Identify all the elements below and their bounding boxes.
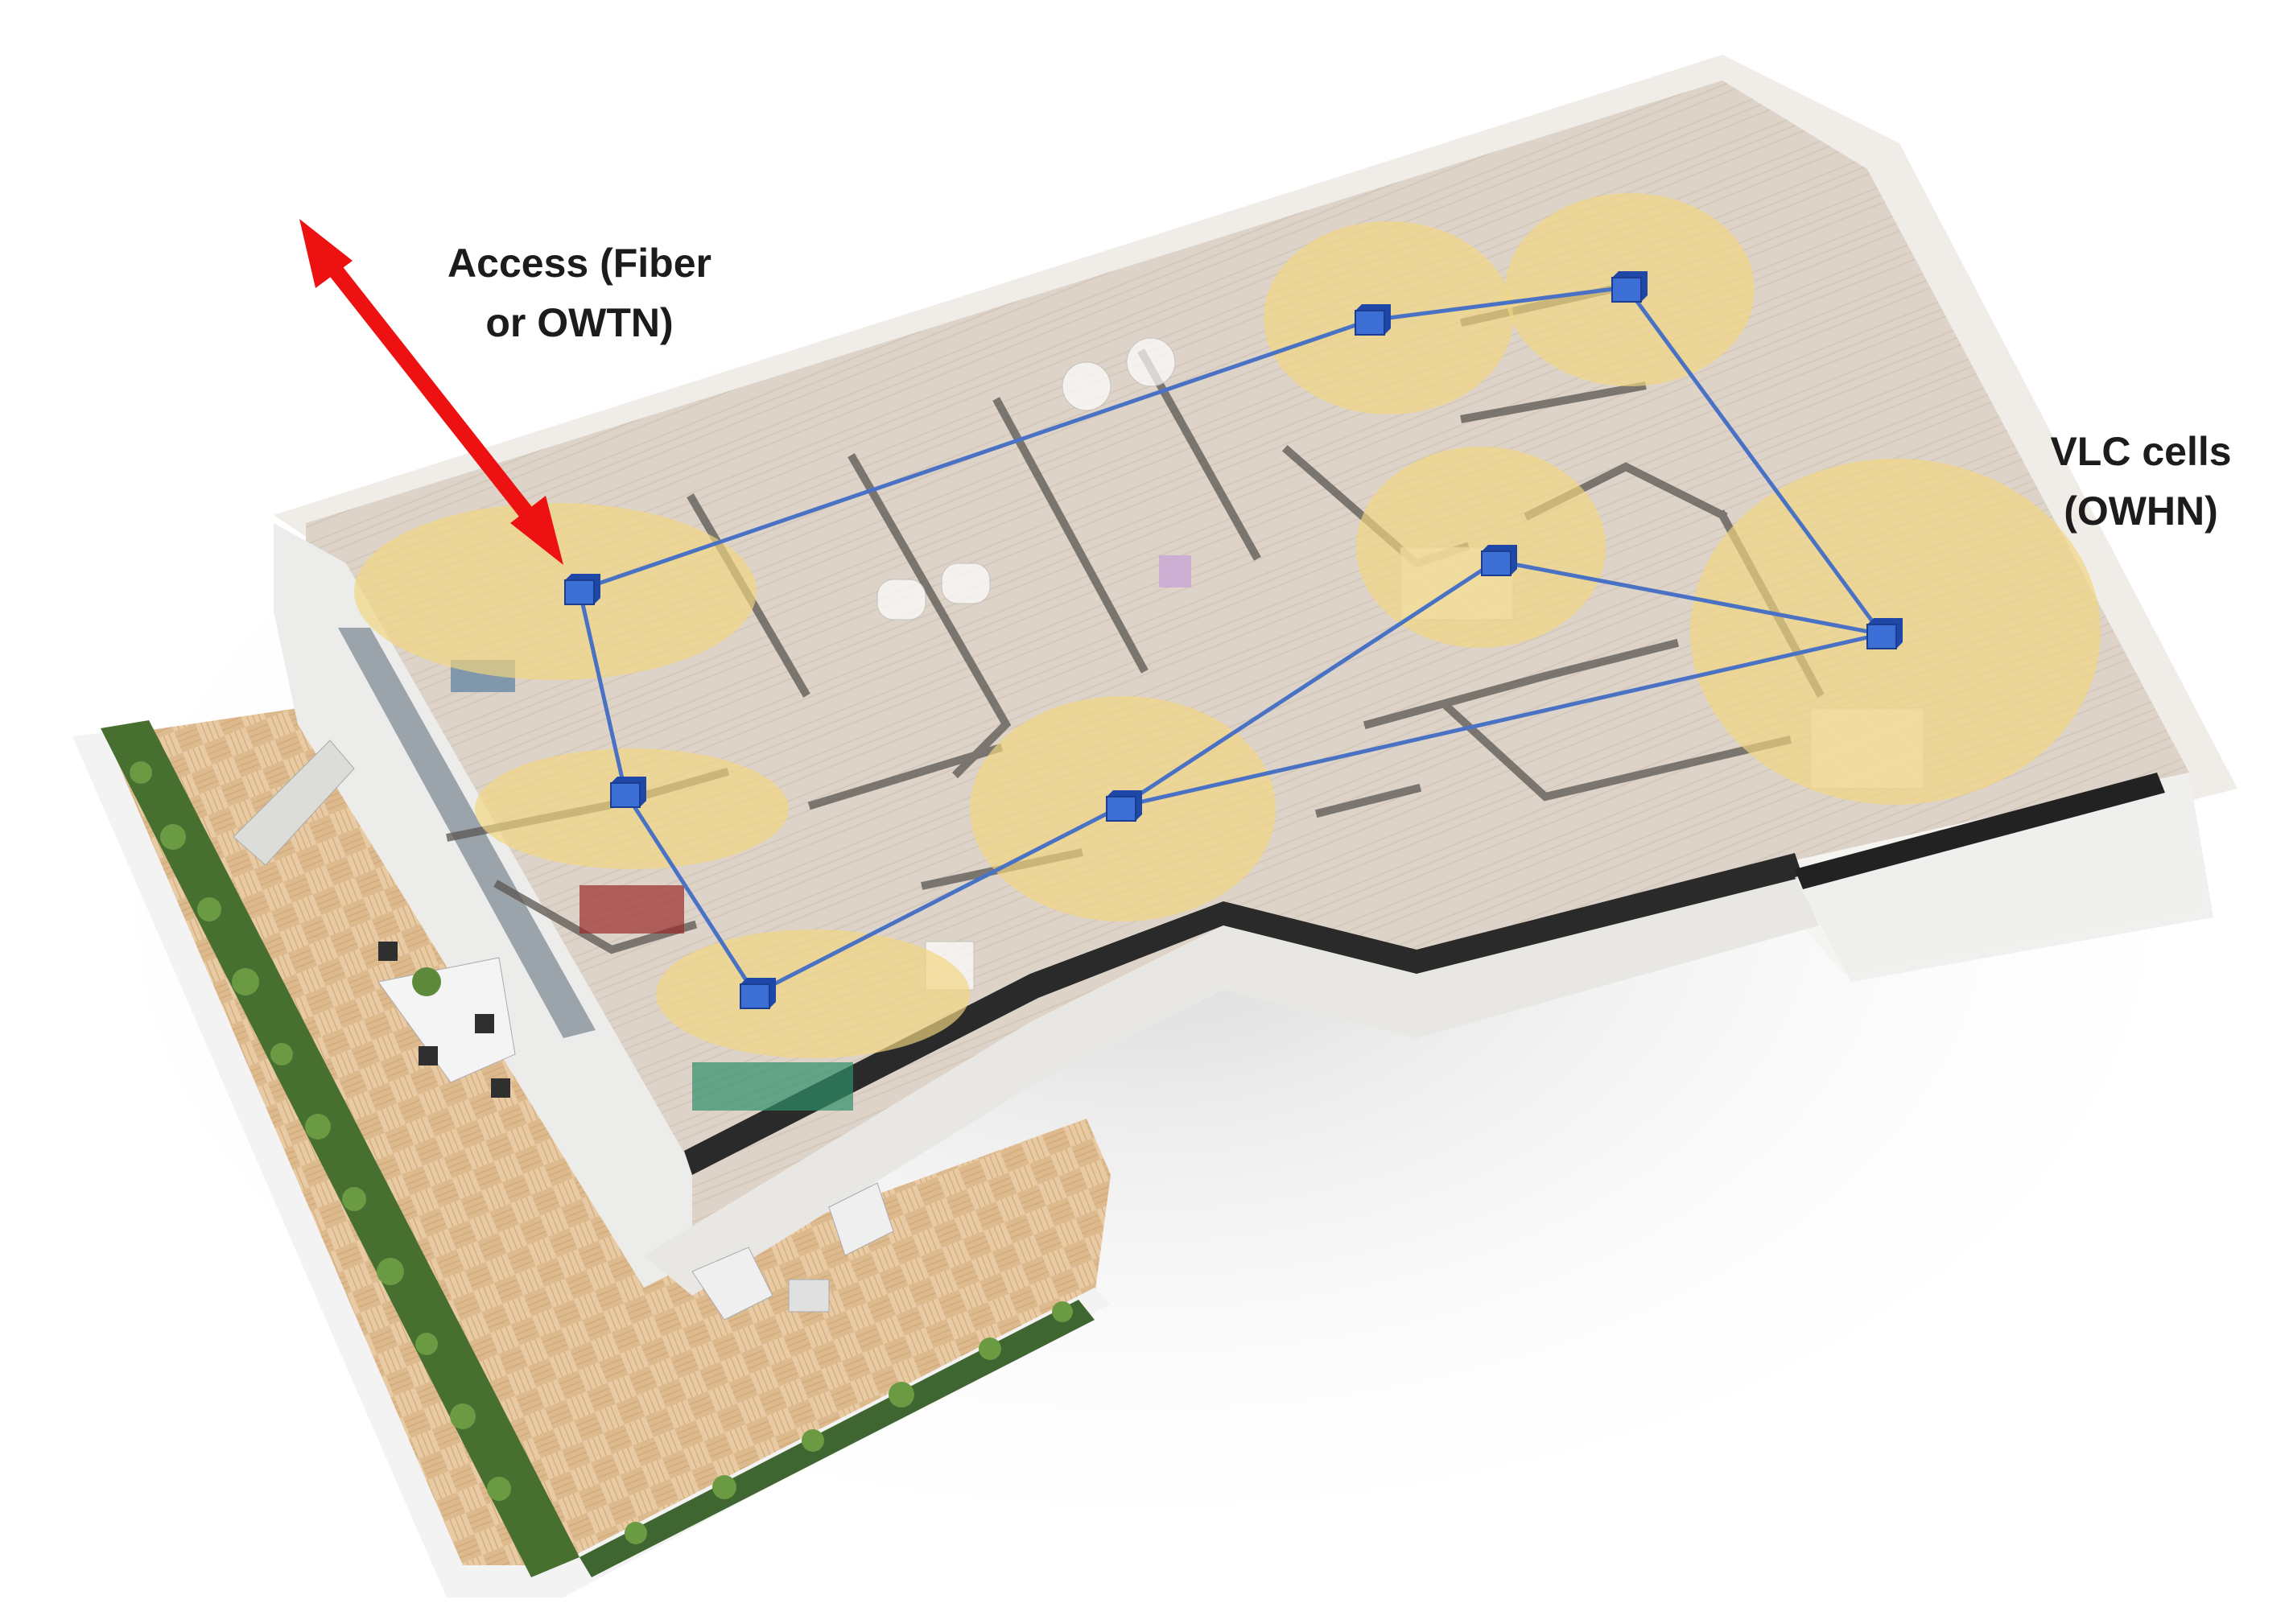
right-wing-wall: [1795, 773, 2213, 982]
arrowhead-incoming: [510, 496, 563, 565]
access-point-node-5: [1481, 545, 1517, 576]
optical-links: [577, 285, 1884, 996]
access-point-node-1: [564, 574, 600, 605]
node-cube-face: [610, 782, 641, 808]
node-cube-face: [564, 579, 595, 605]
access-point-node-7: [1611, 271, 1648, 303]
optical-link-5: [1495, 559, 1883, 637]
node-cube-face: [1866, 624, 1897, 649]
access-label-line1: Access (Fiber: [447, 241, 711, 286]
optical-link-3: [753, 804, 1123, 996]
right-wing-edge: [1795, 773, 2165, 889]
node-cube-face: [1481, 550, 1512, 576]
vlc-cell-1: [354, 503, 757, 680]
hedge-foliage: [130, 761, 1073, 1544]
access-point-node-2: [610, 777, 646, 808]
vlc-cells-label: VLC cells (OWHN): [2004, 422, 2278, 541]
node-cube-face: [740, 983, 770, 1009]
terrace-border: [72, 732, 1111, 1597]
access-label-line2: or OWTN): [485, 300, 674, 345]
optical-link-6: [1624, 286, 1884, 636]
access-point-node-6: [1866, 618, 1903, 649]
left-facade-wall: [274, 523, 692, 1288]
vlc-label-line1: VLC cells: [2050, 429, 2232, 474]
optical-link-2: [623, 791, 757, 995]
front-wall-edge: [684, 853, 1803, 1175]
node-cube-face: [1355, 310, 1385, 336]
access-arrow: [299, 219, 563, 565]
vlc-cell-6: [475, 748, 789, 869]
vlc-label-line2: (OWHN): [2064, 488, 2218, 534]
access-point-node-4: [1106, 790, 1142, 822]
terrace-furniture: [233, 740, 894, 1321]
access-point-node-8: [1355, 304, 1391, 336]
optical-link-4: [1120, 559, 1498, 809]
optical-link-8: [579, 318, 1371, 592]
vlc-cell-8: [656, 929, 970, 1058]
vlc-cell-4: [1356, 447, 1606, 648]
access-label: Access (Fiber or OWTN): [427, 233, 732, 352]
optical-link-7: [1369, 285, 1627, 323]
hedge-planter-bottom: [579, 1300, 1095, 1577]
optical-link-9: [1120, 632, 1883, 809]
access-point-node-3: [740, 978, 776, 1009]
hedge-planter: [101, 720, 579, 1577]
arrowhead-outgoing: [299, 219, 353, 288]
node-cube-face: [1106, 796, 1136, 822]
front-wall: [644, 869, 1819, 1296]
optical-link-1: [577, 589, 628, 793]
access-point-nodes: [564, 271, 1903, 1009]
node-cube-face: [1611, 277, 1642, 303]
